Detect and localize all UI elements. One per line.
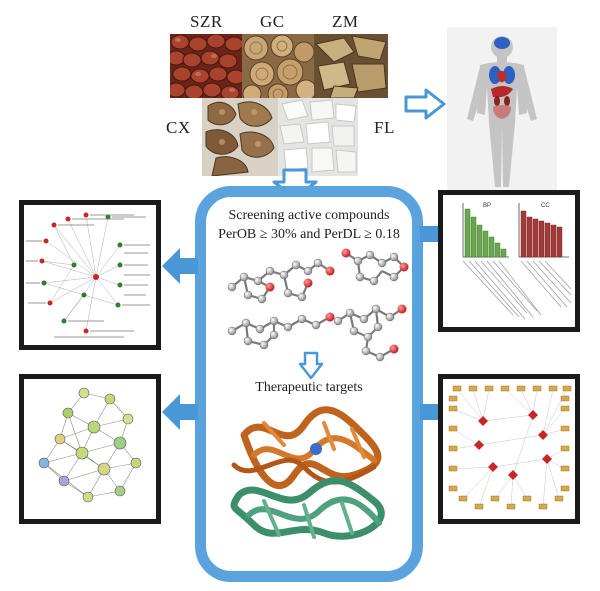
heart-icon (497, 70, 507, 83)
targets-title: Therapeutic targets (255, 380, 363, 395)
herb-photo-szr (170, 34, 242, 98)
ppi-network-panel (19, 374, 161, 524)
intestine-icon (493, 105, 511, 119)
arrow-to-compound-network (162, 248, 198, 284)
cc-chart-label: CC (541, 203, 550, 209)
protein-structure (230, 406, 385, 540)
herb-label-gc: GC (260, 12, 285, 31)
human-body-figure (467, 36, 537, 187)
herb-label-zm: ZM (332, 12, 359, 31)
herb-photo-gc (242, 34, 314, 98)
kidney-right-icon (504, 96, 510, 106)
bp-chart-label: BP (483, 203, 491, 209)
brain-icon (494, 37, 510, 49)
herb-label-cx: CX (166, 118, 191, 137)
ligand-icon (310, 443, 322, 455)
herb-photo-cx (202, 98, 278, 176)
herb-photo-zm (314, 34, 388, 98)
screening-criteria: PerOB ≥ 30% and PerDL ≥ 0.18 (218, 227, 400, 242)
arrow-to-ppi-network (162, 394, 198, 430)
human-body-panel (447, 27, 557, 192)
analysis-workflow-box: Screening active compounds PerOB ≥ 30% a… (195, 186, 423, 582)
herb-collage: SZR GC ZM CX FL (160, 0, 400, 180)
herb-label-szr: SZR (190, 12, 223, 31)
arrow-to-body (404, 88, 446, 120)
molecule-structures (227, 248, 409, 362)
go-enrichment-bar-charts: BP CC (462, 203, 572, 320)
herb-photo-fl (278, 98, 358, 176)
lung-right-icon (503, 66, 515, 84)
pathway-network-panel (438, 374, 580, 524)
arrow-to-targets (298, 351, 324, 380)
compound-target-network-panel (19, 200, 161, 350)
herb-label-fl: FL (374, 118, 395, 137)
kidney-left-icon (494, 96, 500, 106)
screening-title: Screening active compounds (228, 208, 390, 223)
ppi-network (38, 387, 142, 503)
target-pathway-network (448, 385, 572, 510)
compound-target-network (26, 212, 150, 338)
lung-left-icon (489, 66, 501, 84)
liver-icon (491, 86, 513, 98)
go-enrichment-panel: BP CC (438, 190, 580, 332)
